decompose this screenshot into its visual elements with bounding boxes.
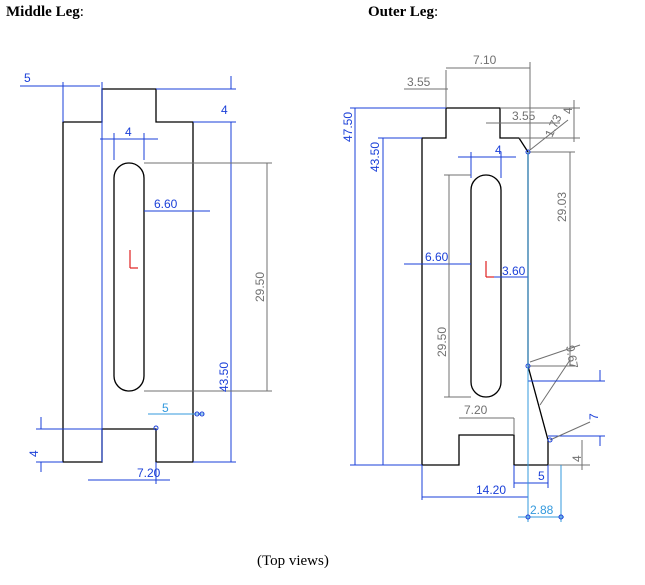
outer-dim-tab-height: 4 — [561, 107, 575, 114]
outer-leg-outline — [421, 107, 549, 466]
outer-dim-body-height: 43.50 — [368, 142, 382, 172]
outer-dim-overall-height: 47.50 — [341, 112, 355, 142]
outer-dim-slot-right: 3.60 — [502, 264, 526, 278]
middle-dim-tab-top: 4 — [221, 103, 228, 117]
middle-leg-colon: : — [79, 4, 84, 20]
middle-leg-outline — [62, 88, 194, 463]
outer-dim-top-right: 3.55 — [512, 109, 536, 123]
outer-leg-heading: Outer Leg: — [368, 4, 438, 21]
outer-dim-top-width: 7.10 — [473, 53, 497, 67]
figure-caption: (Top views) — [257, 553, 329, 569]
outer-leg-slot — [470, 174, 502, 398]
middle-dim-top-offset: 5 — [24, 71, 31, 85]
outer-dim-bottom-gap: 7.20 — [464, 403, 488, 417]
outer-dim-curve-height: 29.03 — [555, 192, 569, 222]
middle-dim-overall-height: 43.50 — [217, 362, 231, 392]
outer-dim-slot-width: 4 — [495, 143, 502, 157]
outer-dim-top-left: 3.55 — [407, 75, 431, 89]
outer-dim-slot-length: 29.50 — [435, 327, 449, 357]
outer-leg-drawing: 7.10 3.55 3.55 4 1.73 47.50 43.50 4 29.0… — [341, 53, 605, 522]
middle-leg-slot — [113, 162, 145, 392]
middle-dim-bottom-offset: 5 — [162, 401, 169, 415]
outer-dim-overall-width: 14.20 — [476, 483, 506, 497]
outer-dim-bottom-right: 5 — [538, 469, 545, 483]
middle-leg-title: Middle Leg — [6, 4, 80, 20]
outer-dim-offset: 2.88 — [530, 503, 554, 517]
outer-leg-title: Outer Leg — [368, 4, 434, 20]
outer-dim-step: 7 — [587, 413, 601, 420]
outer-dim-bottom-tab: 4 — [570, 455, 584, 462]
middle-leg-heading: Middle Leg: — [6, 4, 84, 21]
outer-dim-curve-radius: 9.67 — [563, 344, 581, 370]
middle-dim-slot-offset: 6.60 — [154, 197, 178, 211]
middle-dim-bottom-width: 7.20 — [137, 466, 161, 480]
middle-leg-drawing: 5 4 4 6.60 29.50 43.50 5 — [20, 71, 272, 484]
outer-dim-slot-left: 6.60 — [425, 250, 449, 264]
middle-dim-slot-length: 29.50 — [253, 272, 267, 302]
outer-leg-colon: : — [433, 4, 439, 20]
middle-dim-tab-bottom: 4 — [27, 450, 41, 457]
middle-dim-slot-width: 4 — [125, 125, 132, 139]
